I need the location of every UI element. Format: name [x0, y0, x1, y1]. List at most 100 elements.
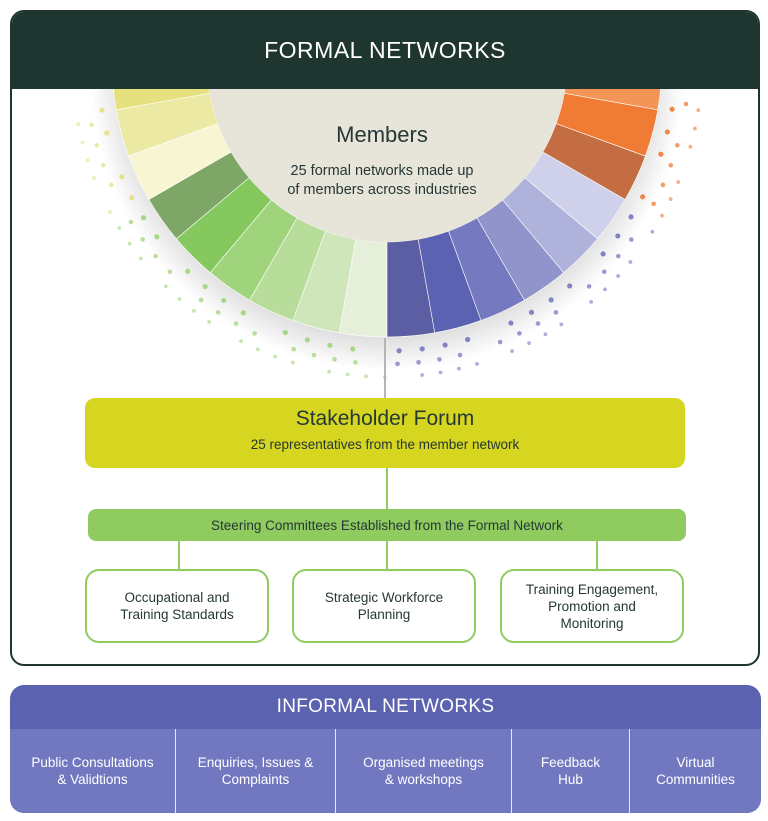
wheel-dot: [457, 352, 463, 358]
informal-item-feedback-hub: Feedback Hub: [512, 729, 630, 813]
steering-to-committee-3-connector: [596, 541, 598, 573]
stakeholder-forum-title: Stakeholder Forum: [295, 407, 475, 430]
members-wheel: [76, 12, 701, 379]
committee-training-engagement: Training Engagement, Promotion and Monit…: [500, 569, 684, 643]
wheel-dot: [675, 142, 680, 148]
wheel-dot: [100, 162, 106, 168]
wheel-dot: [233, 321, 239, 326]
wheel-dot: [629, 237, 634, 242]
wheel-dot: [601, 269, 607, 275]
wheel-dot: [94, 142, 99, 148]
wheel-dot: [153, 253, 158, 259]
wheel-dot: [420, 373, 425, 377]
wheel-dot: [291, 346, 296, 352]
wheel-dot: [437, 357, 442, 362]
wheel-dot: [327, 369, 331, 374]
wheel-dot: [104, 130, 110, 136]
wheel-dot: [350, 346, 356, 352]
wheel-dot: [128, 219, 134, 225]
wheel-dot: [353, 360, 358, 365]
wheel-dot: [202, 283, 208, 290]
members-title: Members: [336, 122, 428, 147]
wheel-dot: [497, 339, 503, 345]
wheel-dot: [600, 251, 606, 257]
wheel-dot: [559, 322, 564, 327]
wheel-dot: [92, 176, 97, 180]
wheel-dot: [99, 107, 105, 113]
wheel-dot: [395, 361, 400, 367]
wheel-dot: [85, 158, 90, 163]
stakeholder-forum-box: Stakeholder Forum 25 representatives fro…: [85, 398, 685, 468]
wheel-dot: [651, 201, 656, 207]
wheel-dot: [304, 337, 310, 343]
wheel-dot: [419, 346, 425, 352]
wheel-dot: [510, 349, 515, 353]
wheel-dot: [553, 310, 559, 315]
informal-networks-panel: INFORMAL NETWORKS Public Consultations &…: [10, 685, 761, 813]
wheel-dot: [442, 342, 448, 348]
wheel-dot: [192, 308, 196, 313]
wheel-dot: [215, 310, 221, 315]
wheel-dot: [586, 284, 592, 289]
wheel-dot: [567, 283, 573, 289]
wheel-dot: [140, 215, 147, 221]
wheel-dot: [465, 336, 471, 343]
wheel-dot: [255, 347, 260, 352]
informal-item-organised-meetings: Organised meetings & workshops: [336, 729, 512, 813]
wheel-dot: [311, 352, 317, 358]
wheel-dot: [207, 320, 211, 324]
wheel-dot: [163, 284, 168, 289]
wheel-dot: [127, 241, 132, 246]
wheel-dot: [129, 195, 135, 201]
wheel-dot: [475, 361, 479, 366]
steering-committees-bar: Steering Committees Established from the…: [88, 509, 686, 541]
informal-item-enquiries: Enquiries, Issues & Complaints: [176, 729, 336, 813]
wheel-dot: [692, 126, 697, 131]
wheel-dot: [696, 108, 701, 113]
wheel-dot: [650, 229, 655, 234]
wheel-dot: [154, 234, 160, 240]
wheel-dot: [80, 140, 85, 145]
wheel-dot: [198, 297, 204, 303]
steering-to-committee-1-connector: [178, 541, 180, 573]
wheel-dot: [658, 151, 664, 157]
informal-networks-title: INFORMAL NETWORKS: [276, 696, 495, 717]
wheel-dot: [364, 374, 369, 379]
wheel-dot: [327, 342, 333, 348]
formal-networks-title: FORMAL NETWORKS: [12, 12, 758, 89]
wheel-dot: [117, 226, 122, 230]
wheel-dot: [527, 341, 531, 346]
wheel-dot: [185, 268, 191, 274]
wheel-dot: [660, 182, 666, 188]
wheel-dot: [640, 194, 646, 200]
informal-networks-row: Public Consultations & Validtions Enquir…: [10, 729, 761, 813]
wheel-dot: [508, 320, 514, 326]
wheel-dot: [528, 309, 535, 315]
wheel-dot: [616, 253, 621, 259]
wheel-dot: [548, 297, 554, 303]
wheel-dot: [535, 321, 541, 326]
wheel-dot: [108, 209, 112, 214]
wheel-dot: [282, 329, 288, 336]
informal-item-virtual-communities: Virtual Communities: [656, 755, 735, 787]
wheel-dot: [438, 370, 443, 375]
wheel-dot: [396, 348, 402, 354]
stakeholder-forum-description: 25 representatives from the member netwo…: [250, 437, 520, 452]
committee-occupational-training-standards: Occupational and Training Standards: [85, 569, 269, 643]
wheel-dot: [273, 354, 278, 359]
wheel-dot: [603, 287, 607, 292]
wheel-dot: [239, 339, 243, 344]
members-description: 25 formal networks made up of members ac…: [287, 163, 477, 198]
wheel-dot: [543, 332, 548, 337]
wheel-to-forum-connector: [384, 338, 386, 400]
formal-networks-panel: FORMAL NETWORKS Members 25 formal networ…: [10, 10, 760, 666]
wheel-dot: [457, 366, 461, 371]
wheel-dot: [668, 162, 674, 168]
committee-strategic-workforce-planning: Strategic Workforce Planning: [292, 569, 476, 643]
wheel-dot: [676, 180, 681, 184]
wheel-dot: [416, 360, 421, 365]
informal-item-public-consultations: Public Consultations & Validtions: [10, 729, 176, 813]
wheel-dot: [517, 331, 522, 336]
wheel-dot: [589, 299, 594, 304]
wheel-dot: [332, 357, 337, 362]
